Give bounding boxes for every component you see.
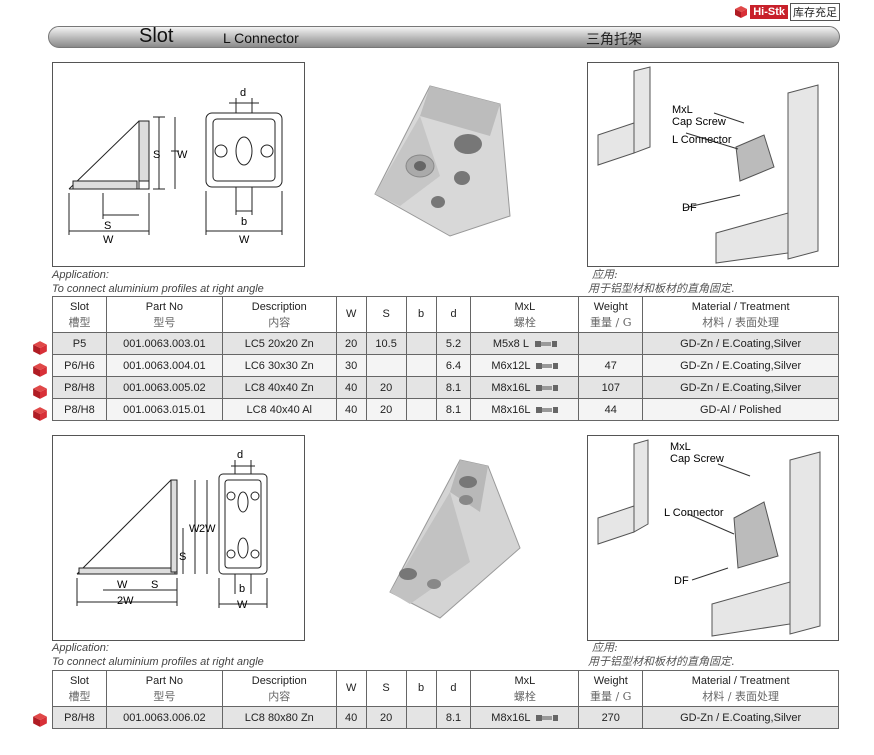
dim-s-side-label-2: S <box>179 551 186 563</box>
application-cn-label-2: 应用: <box>592 641 618 654</box>
dim-w-label-2a: W <box>117 579 128 591</box>
stock-cube-icon <box>33 407 47 421</box>
screw-icon <box>534 340 557 347</box>
dim-s-label-1: S <box>104 220 111 232</box>
screw-icon <box>536 714 559 721</box>
callout-cap-screw-2: Cap Screw <box>670 453 724 465</box>
col-s: S <box>365 670 407 707</box>
application-desc-1: To connect aluminium profiles at right a… <box>52 283 264 295</box>
dim-2w-side-label-2: 2W <box>199 523 216 535</box>
brand-badge: Hi-Stk 库存充足 <box>734 3 840 21</box>
callout-mxl-1: MxL <box>672 104 693 116</box>
dim-w-label-1a: W <box>103 234 114 246</box>
callout-df-2: DF <box>674 575 689 587</box>
dimension-drawing-svg-2: d W S 2W S W 2W b W <box>76 449 268 611</box>
callout-l-connector-2: L Connector <box>664 507 724 519</box>
dim-d-label-2: d <box>237 449 243 461</box>
stock-cube-icon <box>33 341 47 355</box>
cube-logo-icon <box>735 6 748 18</box>
application-cn-desc-2: 用于铝型材和板材的直角固定. <box>588 655 735 668</box>
screw-icon <box>536 406 559 413</box>
dim-w-label-2b: W <box>237 599 248 611</box>
callout-cap-screw-1: Cap Screw <box>672 116 726 128</box>
l-connector-render-2 <box>389 459 521 619</box>
screw-icon <box>536 362 559 369</box>
l-connector-render-1 <box>374 85 511 237</box>
dim-2w-label-2: 2W <box>117 595 134 607</box>
stock-cube-icon <box>33 713 47 727</box>
dim-d-label-1: d <box>240 87 246 99</box>
header-product-cn: 三角托架 <box>586 32 642 48</box>
header-product: L Connector <box>223 30 299 46</box>
callout-l-connector-1: L Connector <box>672 134 732 146</box>
header-slot: Slot <box>139 25 174 47</box>
assembly-drawing-1: MxL Cap Screw L Connector DF <box>587 62 839 267</box>
title-bar: Slot L Connector 三角托架 <box>48 25 840 48</box>
assembly-drawing-2: MxL Cap Screw L Connector DF <box>587 435 839 641</box>
assembly-drawing-svg-2: MxL Cap Screw L Connector DF <box>597 439 821 637</box>
stock-cube-icon <box>33 363 47 377</box>
dim-s-label-2: S <box>151 579 158 591</box>
dimension-drawing-svg-1: d S W S W b W <box>68 87 283 246</box>
dimension-drawing-2: d W S 2W S W 2W b W <box>52 435 305 641</box>
callout-mxl-2: MxL <box>670 441 691 453</box>
callout-df-1: DF <box>682 202 697 214</box>
assembly-drawing-svg-1: MxL Cap Screw L Connector DF <box>597 66 819 264</box>
dim-b-label-2: b <box>239 583 245 595</box>
col-b: b <box>405 296 437 333</box>
stock-cube-icon <box>33 385 47 399</box>
brand-name: Hi-Stk <box>750 5 788 19</box>
application-cn-desc-1: 用于铝型材和板材的直角固定. <box>588 282 735 295</box>
application-label-1: Application: <box>52 269 109 281</box>
brand-tagline: 库存充足 <box>790 3 840 21</box>
col-w: W <box>335 296 367 333</box>
col-d: d <box>435 670 472 707</box>
dimension-drawing-1: d S W S W b W <box>52 62 305 267</box>
dim-s-side-label-1: S <box>153 149 160 161</box>
col-d: d <box>435 296 472 333</box>
dim-w-label-1b: W <box>239 234 250 246</box>
application-cn-label-1: 应用: <box>592 268 618 281</box>
col-w: W <box>335 670 367 707</box>
dim-w-side-label-1: W <box>177 149 188 161</box>
col-s: S <box>365 296 407 333</box>
application-label-2: Application: <box>52 642 109 654</box>
application-desc-2: To connect aluminium profiles at right a… <box>52 656 264 668</box>
dim-w-side-label-2: W <box>189 523 200 535</box>
screw-icon <box>536 384 559 391</box>
col-b: b <box>405 670 437 707</box>
dim-b-label-1: b <box>241 216 247 228</box>
